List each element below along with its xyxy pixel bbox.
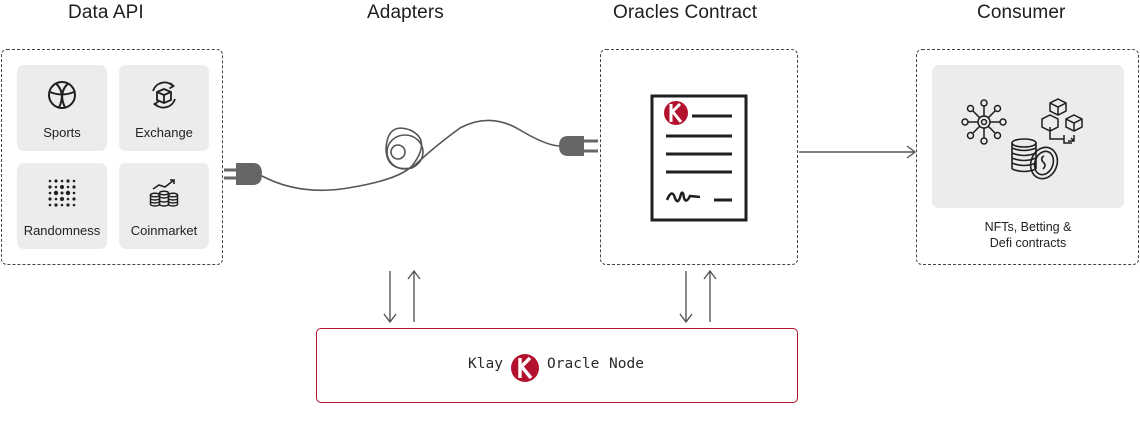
coins-icon xyxy=(1011,138,1059,180)
exchange-tile[interactable]: Exchange xyxy=(119,65,209,151)
klay-oracle-node-box[interactable]: Klay Oracle Node xyxy=(316,328,798,403)
exchange-label: Exchange xyxy=(135,125,193,140)
node-word-klay: Klay xyxy=(468,356,503,372)
oracles-contract-title: Oracles Contract xyxy=(613,2,758,23)
coinmarket-tile[interactable]: Coinmarket xyxy=(119,163,209,249)
cable-knot-inner xyxy=(390,144,406,160)
network-node-icon xyxy=(961,99,1007,145)
consumer-label: NFTs, Betting & Defi contracts xyxy=(920,219,1136,251)
data-api-title: Data API xyxy=(68,2,144,23)
arrow-to-consumer xyxy=(799,145,917,159)
oracles-contract-box xyxy=(600,49,798,265)
node-word-node: Node xyxy=(609,356,644,372)
consumer-label-line1: NFTs, Betting & xyxy=(984,220,1072,234)
adapters-title: Adapters xyxy=(367,2,444,23)
exchange-box-icon xyxy=(152,81,176,109)
adapter-cable xyxy=(261,119,560,192)
contract-node-arrows xyxy=(679,269,717,324)
node-word-oracle: Oracle xyxy=(547,356,600,372)
dot-grid-icon xyxy=(48,179,76,207)
basketball-icon xyxy=(48,81,76,109)
sports-label: Sports xyxy=(43,125,81,140)
consumer-title: Consumer xyxy=(977,2,1066,23)
consumer-box xyxy=(916,49,1139,265)
cable-knot-outer xyxy=(386,134,424,170)
consumer-icons-panel xyxy=(932,65,1124,208)
coin-stack-chart-icon xyxy=(149,179,179,207)
coinmarket-label: Coinmarket xyxy=(130,223,198,238)
consumer-label-line2: Defi contracts xyxy=(989,236,1067,250)
adapters-node-arrows xyxy=(383,269,421,324)
blockchain-cubes-icon xyxy=(1041,98,1083,144)
randomness-tile[interactable]: Randomness xyxy=(17,163,107,249)
right-plug-icon xyxy=(559,136,598,156)
klay-k-logo xyxy=(511,354,539,382)
data-api-box xyxy=(1,49,223,265)
left-plug-icon xyxy=(224,163,262,185)
sports-tile[interactable]: Sports xyxy=(17,65,107,151)
randomness-label: Randomness xyxy=(23,223,101,238)
